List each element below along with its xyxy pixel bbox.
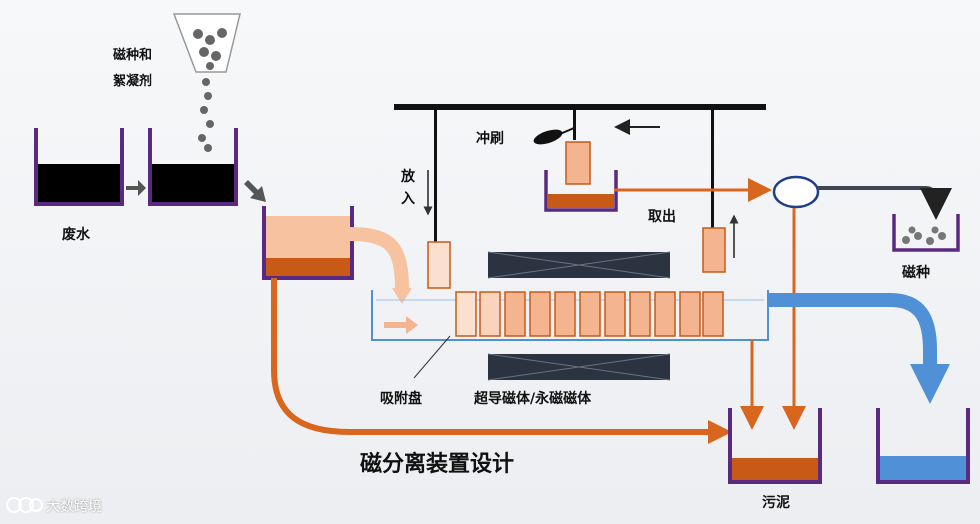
put-in-label: 放入 [401, 169, 415, 207]
watermark-text: 大数跨境 [46, 499, 102, 515]
top-frame [394, 104, 766, 242]
disc-row [455, 291, 724, 337]
clean-water-flow [768, 293, 937, 368]
wastewater-tank-2 [148, 128, 238, 206]
wastewater-label: 废水 [62, 227, 90, 243]
magnetic-seed-tank [892, 214, 960, 252]
take-out-label: 取出 [648, 209, 676, 225]
upper-magnet [487, 251, 671, 279]
diagonal-arrow [244, 180, 266, 202]
sludge-tank [728, 408, 822, 484]
sludge-label: 污泥 [762, 495, 790, 511]
seed-separator [772, 175, 820, 209]
disc-taken-out [702, 227, 726, 273]
separator-to-seed-tank-flow [818, 186, 952, 220]
flush-tank [544, 141, 618, 212]
tank-transfer-arrow [126, 180, 146, 196]
mixed-flow-pipe [349, 227, 409, 291]
diagram-title: 磁分离装置设计 [360, 452, 515, 477]
flush-label: 冲刷 [476, 131, 504, 147]
mixing-tank [262, 206, 354, 280]
watermark-logo [6, 497, 43, 513]
wastewater-tank-1 [34, 128, 124, 206]
disc-put-in [427, 241, 451, 289]
disc-pointer-line [413, 335, 451, 379]
adsorption-disc-label: 吸附盘 [380, 391, 422, 407]
lower-magnet [487, 353, 671, 381]
seed-coagulant-label-2: 絮凝剂 [113, 74, 153, 89]
magnets-label: 超导磁体/永磁磁体 [474, 391, 592, 407]
magnetic-seed-label: 磁种 [902, 265, 930, 281]
seed-hopper [172, 13, 241, 152]
flush-nozzle [533, 127, 575, 145]
seed-coagulant-label-1: 磁种和 [113, 48, 153, 63]
mixing-to-sludge-flow [271, 278, 712, 435]
clean-water-tank [876, 408, 970, 484]
